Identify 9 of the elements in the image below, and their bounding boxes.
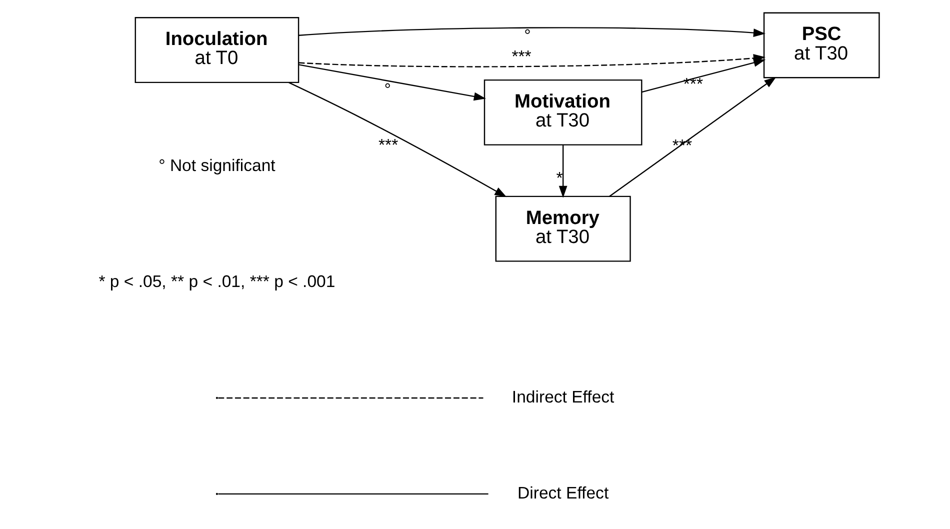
legend-label: Indirect Effect: [511, 387, 614, 406]
label: ° Not significant: [158, 156, 275, 175]
label: * p < .05, ** p < .01, *** p < .001: [98, 272, 335, 292]
edge-label: ***: [378, 136, 398, 155]
edge-label: ***: [511, 46, 531, 66]
legend-label: Direct Effect: [517, 483, 608, 502]
edge-label: °: [384, 80, 390, 99]
edge-label: °: [524, 26, 530, 46]
edge-label: *: [556, 168, 562, 188]
